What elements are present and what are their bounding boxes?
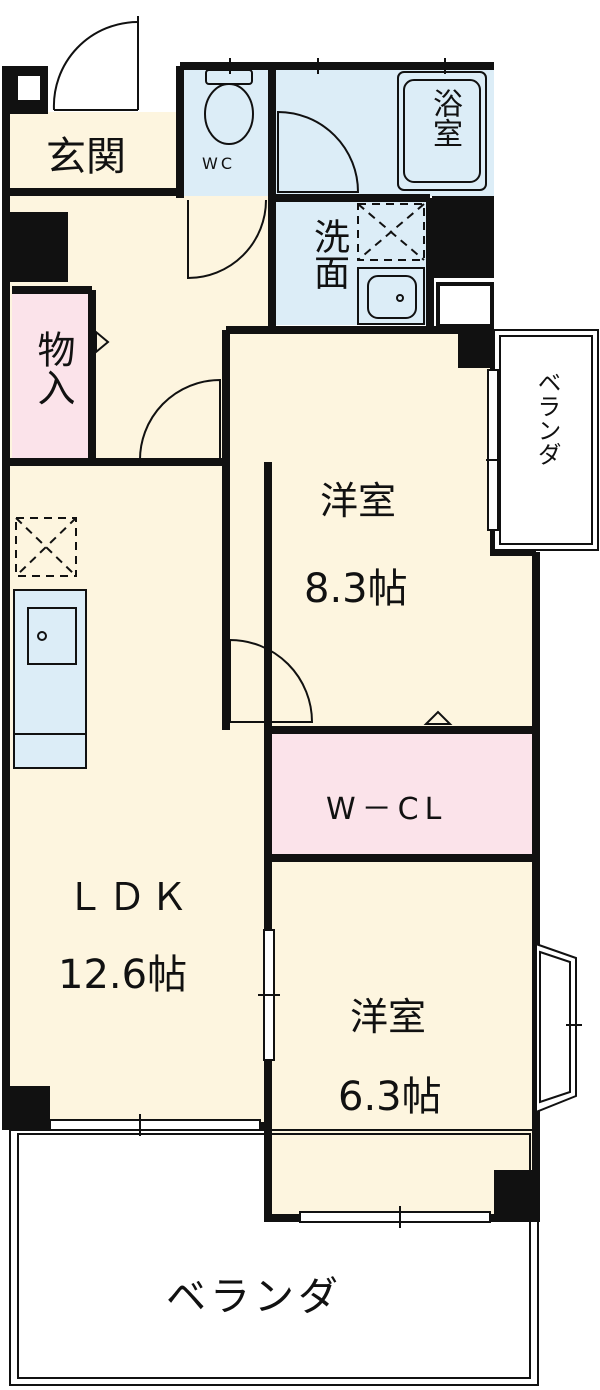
wcl-area [272, 730, 532, 858]
door-swing-icon [138, 110, 360, 723]
ldk-name: ＬＤＫ [66, 875, 193, 919]
washroom-label: 洗面 [308, 218, 349, 290]
western-room-1-area [226, 330, 532, 726]
side-balcony-label: ベランダ [533, 370, 561, 466]
bay-window [535, 942, 577, 1114]
side-balcony [493, 329, 599, 551]
main-balcony [9, 1129, 539, 1386]
entrance-door-icon [52, 16, 139, 111]
washroom-area [272, 200, 427, 325]
wcl-label: W－CL [326, 792, 448, 827]
bathtub-icon [397, 71, 487, 191]
storage-area [12, 290, 92, 460]
ldk-size: 12.6帖 [58, 952, 188, 998]
door-marker-icon [423, 710, 453, 725]
western-room-1-size: 8.3帖 [304, 566, 408, 612]
storage-label: 物入 [31, 330, 75, 406]
wc-area [182, 66, 270, 196]
western-room-1-name: 洋室 [320, 479, 397, 523]
bath-label: 浴室 [427, 88, 462, 148]
western-room-2-name: 洋室 [350, 995, 427, 1039]
wash-basin-icon [357, 267, 425, 325]
entrance-area [10, 112, 180, 192]
bath-area [272, 66, 494, 196]
kitchen-counter-icon [13, 589, 87, 769]
western-room-2-size: 6.3帖 [338, 1074, 442, 1120]
western-room-2-area [272, 862, 534, 1214]
door-marker-icon [95, 329, 110, 355]
refrigerator-space-icon [15, 517, 77, 577]
wc-label: WC [202, 154, 235, 173]
main-balcony-label: ベランダ [166, 1274, 342, 1320]
entrance-label: 玄関 [46, 134, 126, 180]
washing-machine-space-icon [357, 203, 425, 261]
